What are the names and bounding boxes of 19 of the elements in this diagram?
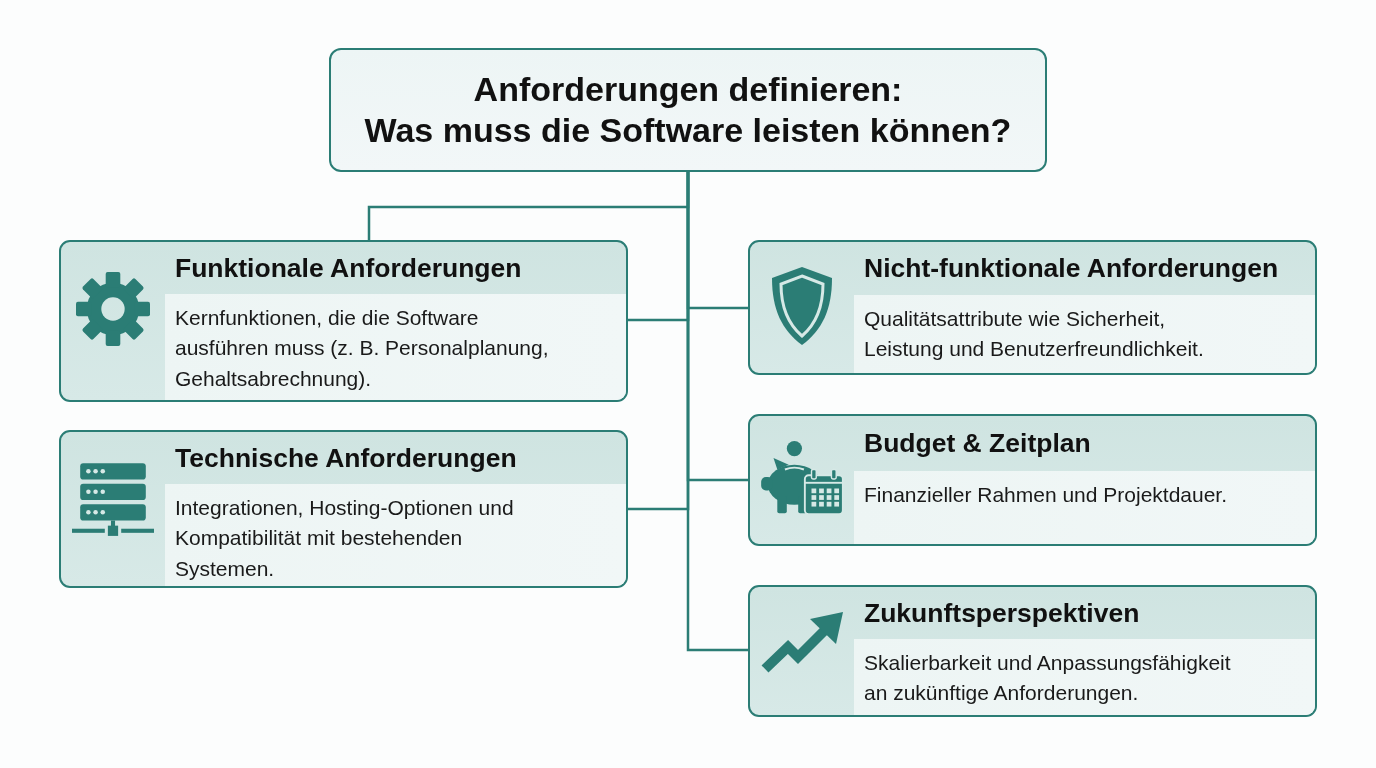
card-description: Kernfunktionen, die die Software ausführen muss (z. B. Personalplanung, Gehaltsabrechnung).	[175, 305, 550, 392]
card-description: Skalierbarkeit und Anpassungsfähigkeit an zukünftige Anforderungen.	[864, 650, 1232, 707]
category-card	[748, 240, 1317, 375]
connector-line	[686, 172, 748, 652]
card-description: Qualitätsattribute wie Sicherheit, Leistung und Benutzerfreundlichkeit.	[864, 306, 1205, 363]
category-card	[748, 585, 1317, 717]
card-description: Finanzieller Rahmen und Projektdauer.	[864, 482, 1229, 508]
card-title: Technische Anforderungen	[175, 442, 517, 474]
card-title: Funktionale Anforderungen	[175, 252, 522, 284]
card-description: Integrationen, Hosting-Optionen und Kompatibilität mit bestehenden Systemen.	[175, 495, 515, 582]
category-card	[748, 414, 1317, 546]
category-card	[59, 430, 628, 588]
title-box	[329, 48, 1047, 172]
heading-question: Was muss die Software leisten können?	[364, 110, 1012, 151]
category-card	[59, 240, 628, 402]
card-title: Budget & Zeitplan	[864, 428, 1091, 459]
heading: Anforderungen definieren:	[473, 68, 903, 110]
card-title: Nicht-funktionale Anforderungen	[864, 253, 1279, 284]
card-title: Zukunftsperspektiven	[864, 597, 1140, 629]
